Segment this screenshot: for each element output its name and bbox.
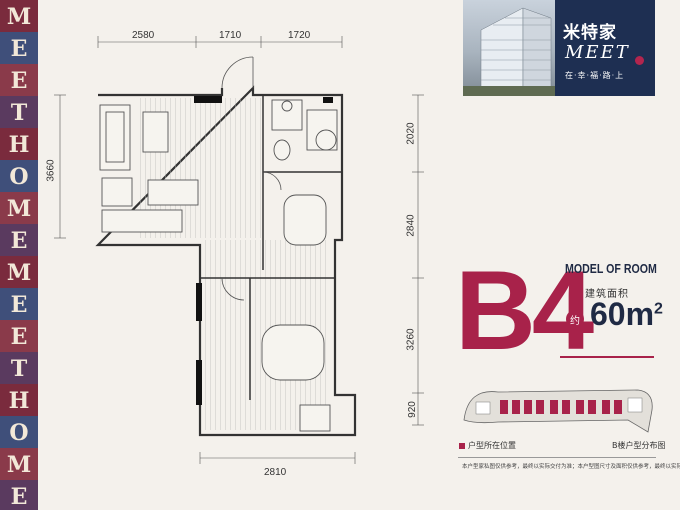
strip-letter: E bbox=[0, 224, 38, 257]
dimension-lines bbox=[54, 36, 424, 464]
strip-letter: M bbox=[0, 256, 38, 289]
dim-right-2: 2840 bbox=[405, 214, 417, 237]
area-label: 建筑面积 bbox=[585, 289, 629, 300]
furniture bbox=[99, 99, 338, 432]
strip-letter: M bbox=[0, 192, 38, 225]
dim-top-2: 1710 bbox=[219, 30, 242, 41]
dim-right-3: 3260 bbox=[405, 328, 417, 351]
area-unit-sup: 2 bbox=[654, 300, 663, 318]
strip-letter: H bbox=[0, 384, 38, 417]
strip-letter: E bbox=[0, 32, 38, 65]
dim-left: 3660 bbox=[45, 159, 57, 182]
brand-name-cn: 米特家 bbox=[563, 23, 617, 43]
strip-letter: E bbox=[0, 288, 38, 321]
unit-title: MODEL OF ROOM bbox=[565, 262, 657, 276]
accent-divider bbox=[560, 356, 654, 358]
legend-location-label: 户型所在位置 bbox=[468, 441, 516, 450]
building-photo bbox=[463, 0, 555, 96]
strip-letter: M bbox=[0, 448, 38, 481]
building-key-map bbox=[463, 389, 653, 433]
walls bbox=[95, 85, 357, 437]
strip-letter: E bbox=[0, 480, 38, 510]
dim-bottom: 2810 bbox=[264, 467, 287, 478]
strip-letter: O bbox=[0, 416, 38, 449]
legend-distribution-label: B楼户型分布图 bbox=[612, 441, 666, 450]
area-value: 60m2 bbox=[590, 296, 663, 333]
legend-swatch bbox=[459, 443, 465, 449]
strip-letter: H bbox=[0, 128, 38, 161]
strip-letter: M bbox=[0, 0, 38, 33]
dim-right-4: 920 bbox=[406, 401, 418, 418]
area-prefix-badge: 约 bbox=[566, 310, 584, 328]
disclaimer-text: 本户型家私图仅供参考，最终以实际交付为准；本户型图尺寸及面积仅供参考，最终以实际… bbox=[462, 464, 680, 470]
dim-right-1: 2020 bbox=[405, 122, 417, 145]
dim-top-1: 2580 bbox=[132, 30, 155, 41]
brand-name-en: MEET bbox=[565, 42, 630, 63]
area-number: 60m bbox=[590, 296, 655, 332]
logo-dot-icon bbox=[635, 56, 644, 65]
strip-letter: E bbox=[0, 64, 38, 97]
strip-letter: E bbox=[0, 320, 38, 353]
strip-letter: T bbox=[0, 96, 38, 129]
brand-logo: 米特家 MEET 在·幸·福·路·上 bbox=[555, 0, 655, 96]
footer-divider bbox=[458, 457, 656, 458]
strip-letter: O bbox=[0, 160, 38, 193]
dim-top-3: 1720 bbox=[288, 30, 311, 41]
brand-tagline: 在·幸·福·路·上 bbox=[565, 71, 625, 80]
strip-letter: T bbox=[0, 352, 38, 385]
